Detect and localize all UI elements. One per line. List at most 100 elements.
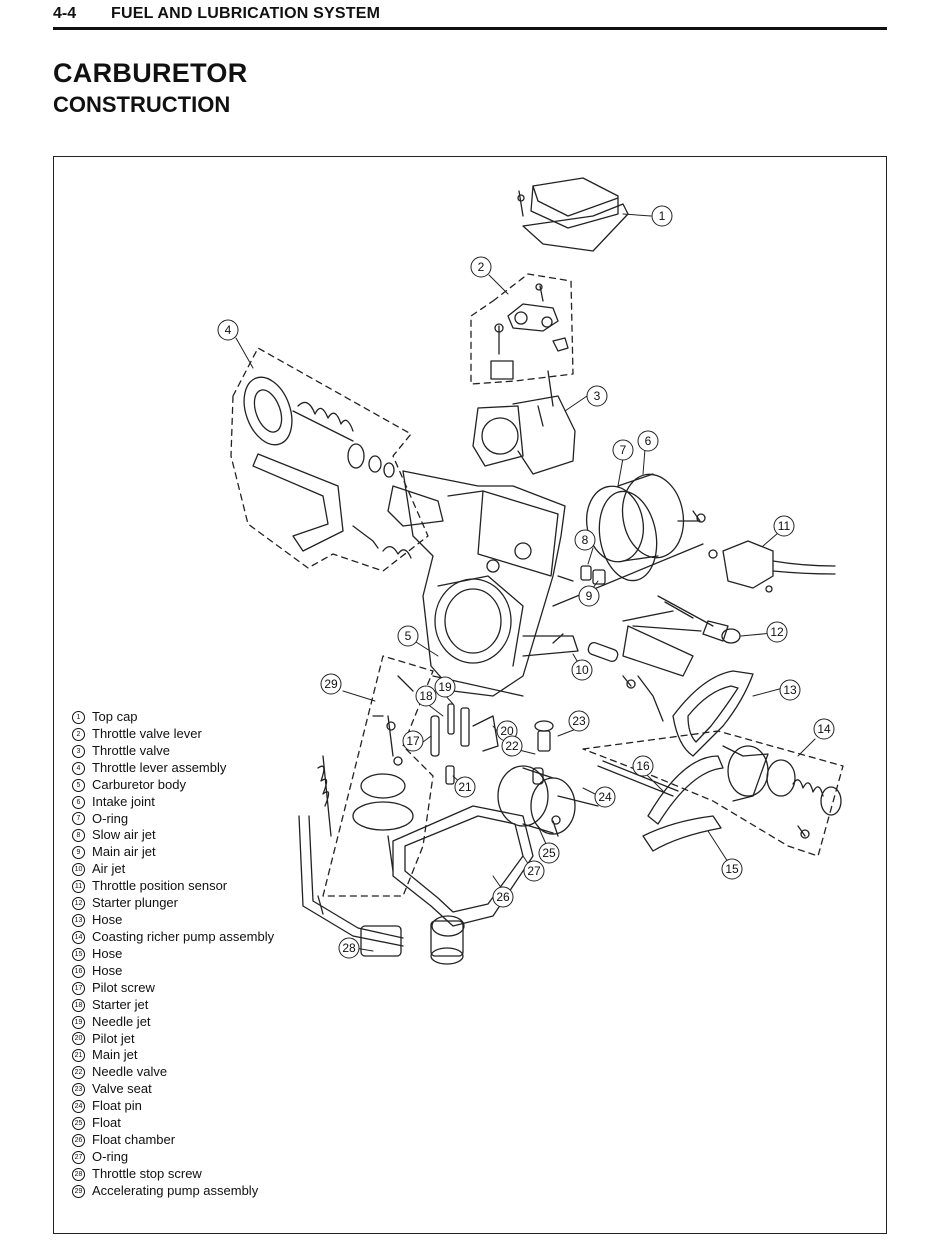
callout-9-label: 9	[586, 589, 593, 603]
legend-label: Throttle valve lever	[92, 725, 202, 741]
coasting-richer-dashed-box	[582, 730, 844, 857]
callout-17-label: 17	[406, 734, 420, 748]
callout-24: 24	[594, 786, 616, 808]
callout-16-label: 16	[636, 759, 650, 773]
legend-label: Float	[92, 1115, 121, 1131]
callout-12: 12	[766, 621, 788, 643]
callout-12-label: 12	[770, 625, 784, 639]
callout-3: 3	[586, 385, 608, 407]
page-title: CARBURETOR	[53, 58, 248, 88]
linkage-part	[552, 610, 702, 722]
section-title: FUEL AND LUBRICATION SYSTEM	[111, 5, 381, 22]
callout-6-label: 6	[645, 434, 652, 448]
legend-label: Float pin	[92, 1098, 142, 1114]
callout-21-label: 21	[458, 780, 472, 794]
throttle-lever-dashed-box	[470, 273, 574, 385]
legend-number: 21	[72, 1049, 85, 1063]
callout-21: 21	[454, 776, 476, 798]
legend-number: 24	[72, 1100, 85, 1114]
exploded-diagram: 1 2 3 4 5 6 7 8 9 10 11 12 13 14 15 16 1…	[217, 177, 844, 965]
legend-label: Top cap	[92, 709, 138, 724]
callout-4-label: 4	[225, 323, 232, 337]
legend-label: Pilot jet	[92, 1030, 135, 1046]
legend-label: Hose	[92, 945, 123, 961]
callout-5-label: 5	[405, 629, 412, 643]
leader-lines	[235, 213, 816, 952]
callout-23-label: 23	[572, 714, 586, 728]
callout-5: 5	[397, 625, 419, 647]
callout-23: 23	[568, 710, 590, 732]
callout-24-label: 24	[598, 790, 612, 804]
intake-joint-part	[585, 473, 699, 582]
legend-number: 3	[72, 744, 85, 758]
legend-item: 19 Needle jet	[72, 1014, 312, 1031]
legend-item: 3 Throttle valve	[72, 743, 312, 760]
float-chamber-part	[392, 765, 576, 965]
legend-number: 9	[72, 846, 85, 860]
callout-1: 1	[651, 205, 673, 227]
callout-16: 16	[632, 755, 654, 777]
callout-3-label: 3	[594, 389, 601, 403]
callout-17: 17	[402, 730, 424, 752]
legend-number: 19	[72, 1015, 85, 1029]
throttle-lever-dashed-box	[230, 347, 429, 572]
throttle-valve-part	[472, 395, 576, 475]
carburetor-body-part	[387, 470, 579, 697]
starter-plunger-part	[657, 595, 741, 644]
legend-item: 15 Hose	[72, 946, 312, 963]
callout-15: 15	[721, 858, 743, 880]
legend-label: Hose	[92, 912, 123, 928]
legend-label: Main jet	[92, 1047, 138, 1063]
callout-26-label: 26	[496, 890, 510, 904]
legend-number: 15	[72, 947, 85, 961]
callout-7: 7	[612, 439, 634, 461]
callout-4: 4	[217, 319, 239, 341]
parts-legend: 1 Top cap 2 Throttle valve lever 3 Throttle…	[72, 709, 312, 1200]
legend-label: Pilot screw	[92, 979, 155, 995]
callout-29-label: 29	[324, 677, 338, 691]
header-rule	[53, 27, 887, 30]
legend-number: 2	[72, 727, 85, 741]
throttle-position-sensor-part	[552, 540, 836, 607]
legend-item: 1 Top cap	[72, 709, 312, 726]
callout-11: 11	[773, 515, 795, 537]
throttle-lever-assembly-part	[243, 376, 412, 559]
legend-number: 11	[72, 880, 85, 894]
legend-number: 13	[72, 914, 85, 928]
legend-number: 4	[72, 761, 85, 775]
hose-15-part	[642, 815, 722, 852]
legend-item: 13 Hose	[72, 912, 312, 929]
legend-label: Throttle valve	[92, 742, 171, 758]
small-jets-part	[430, 703, 599, 807]
legend-label: Air jet	[92, 861, 126, 877]
page-number: 4-4	[53, 5, 77, 22]
callout-1-label: 1	[659, 209, 666, 223]
accelerating-pump-part	[298, 675, 414, 957]
callout-9: 9	[578, 585, 600, 607]
legend-number: 23	[72, 1083, 85, 1097]
callout-15-label: 15	[725, 862, 739, 876]
legend-number: 5	[72, 778, 85, 792]
accelerating-pump-dashed-box	[322, 655, 434, 897]
legend-number: 1	[72, 710, 85, 724]
callout-19-label: 19	[438, 680, 452, 694]
legend-label: O-ring	[92, 1148, 129, 1164]
legend-label: Coasting richer pump assembly	[92, 928, 275, 944]
legend-label: Needle jet	[92, 1013, 151, 1029]
